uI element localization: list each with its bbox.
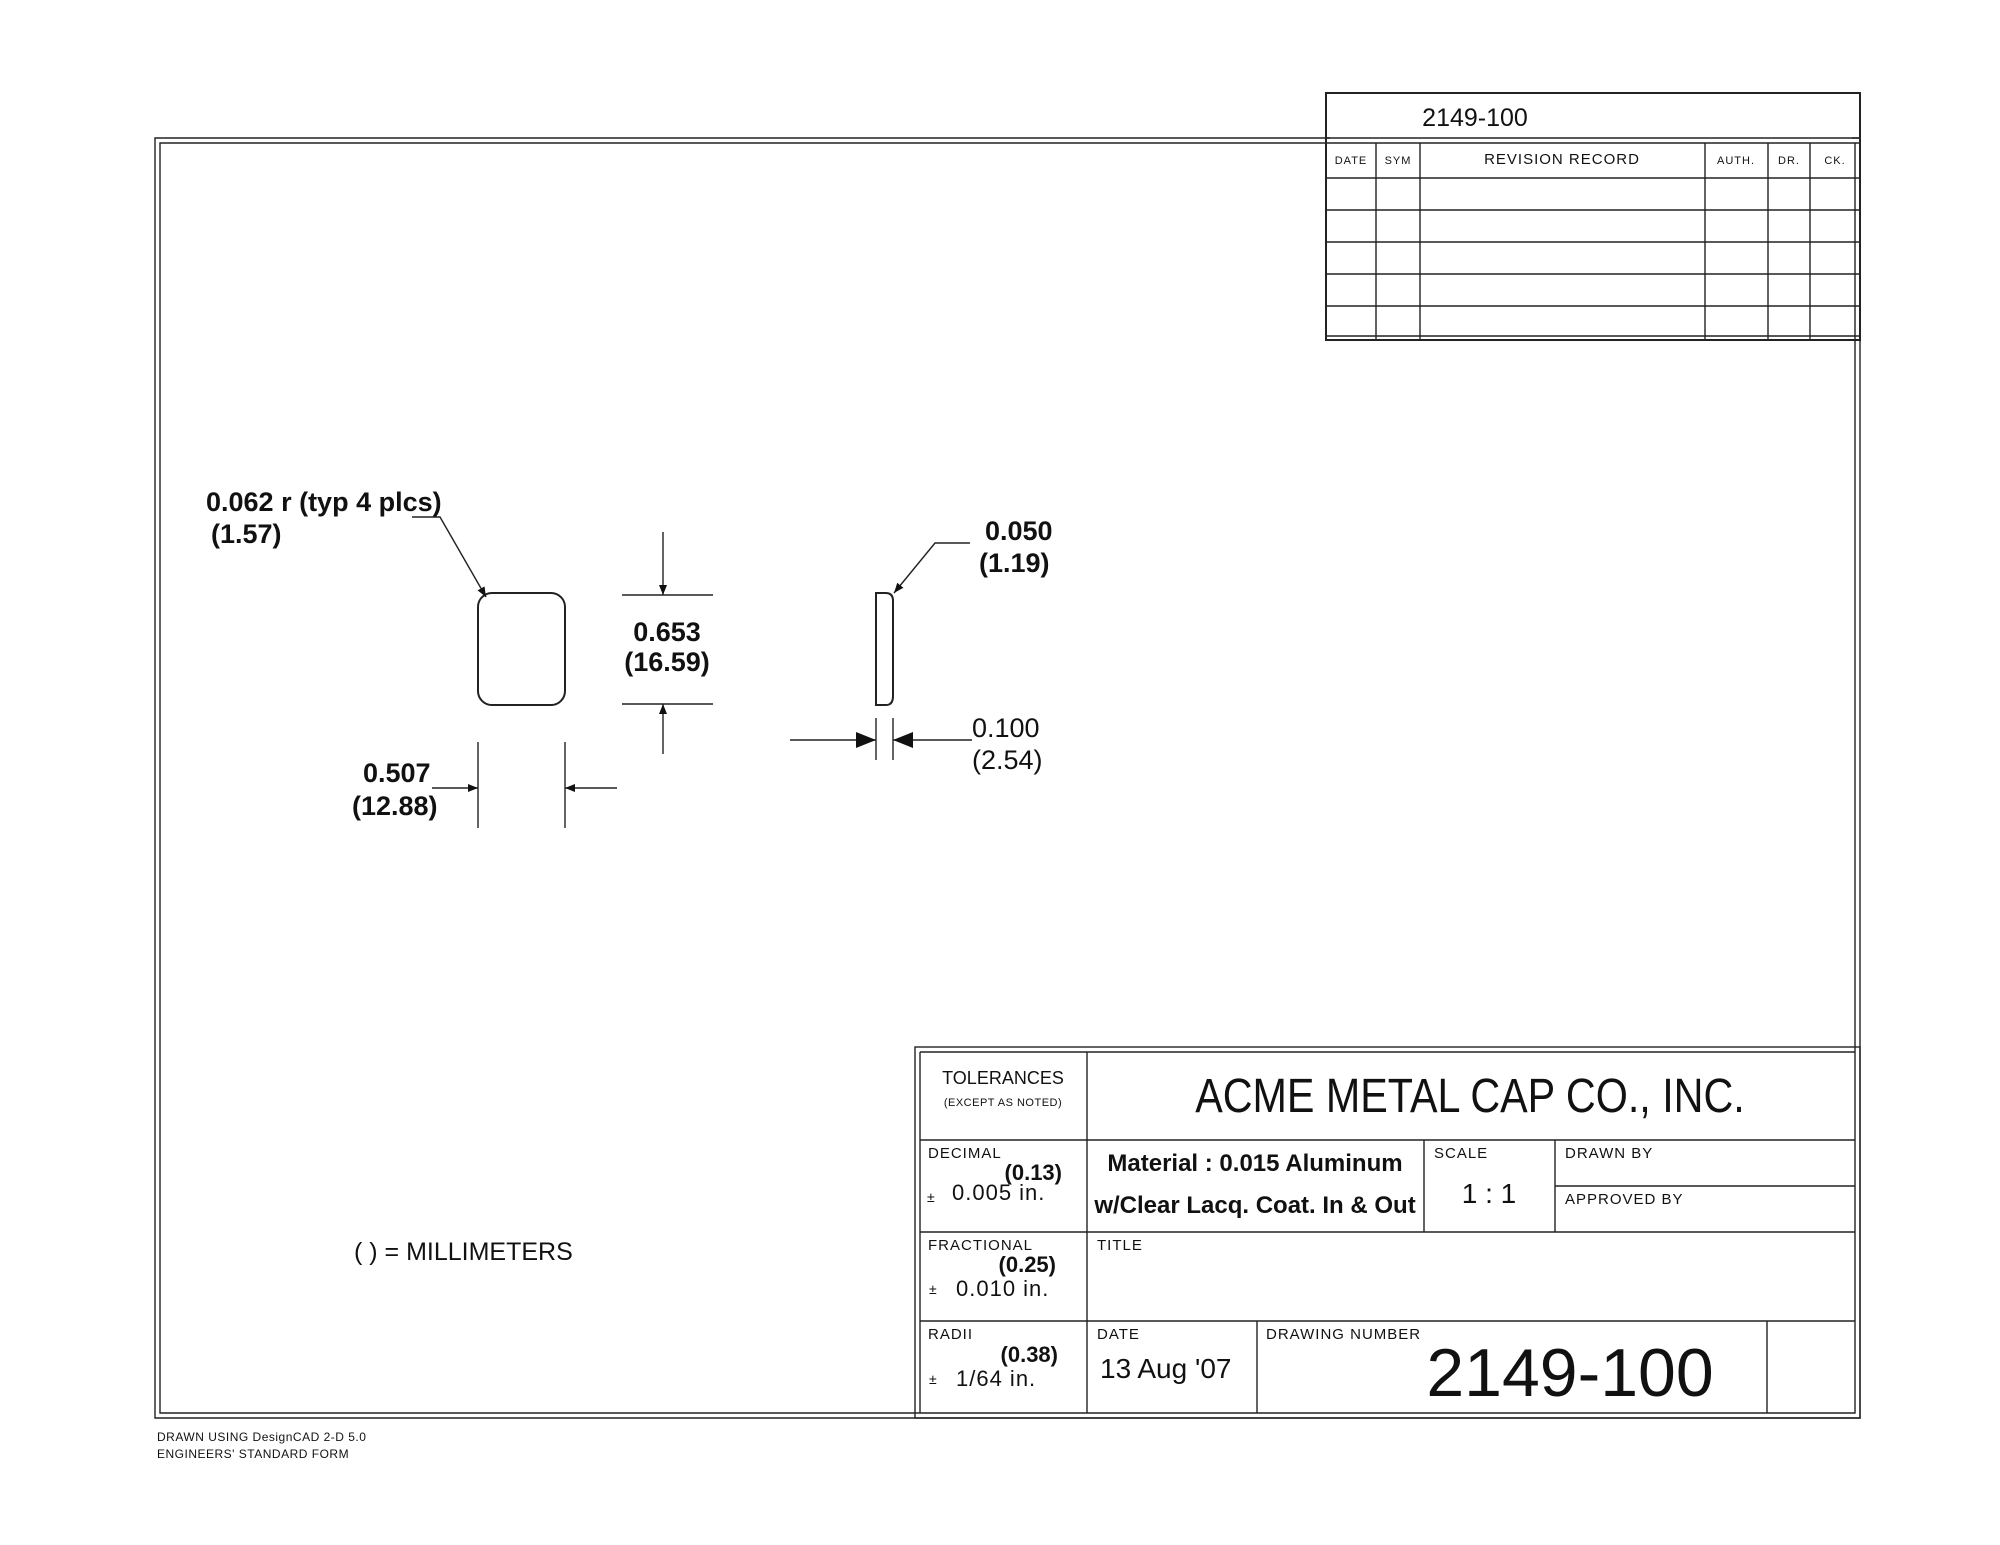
footer-line1: DRAWN USING DesignCAD 2-D 5.0 [157,1430,366,1444]
thickness-inch-label: 0.100 [972,713,1040,743]
radius-callout: 0.062 r (typ 4 plcs) (1.57) [206,487,487,598]
height-inch-label: 0.653 [633,617,701,647]
decimal-pm: ± [927,1189,935,1205]
decimal-value: 0.005 in. [952,1180,1045,1205]
thickness-mm-label: (2.54) [972,745,1043,775]
height-mm-label: (16.59) [624,647,710,677]
scale-label: SCALE [1434,1145,1488,1162]
rev-header-auth: AUTH. [1717,155,1755,167]
radii-mm: (0.38) [1001,1342,1058,1367]
part-side-view [875,592,894,706]
rev-header-dr: DR. [1778,155,1800,167]
footer-line2: ENGINEERS' STANDARD FORM [157,1447,349,1461]
rev-header-ck: CK. [1824,155,1845,167]
drawing-number-label: DRAWING NUMBER [1266,1326,1421,1343]
width-mm-label: (12.88) [352,791,438,821]
company-name: ACME METAL CAP CO., INC. [1195,1069,1745,1123]
height-dimension: 0.653 (16.59) [622,532,713,754]
edge-thickness-callout: 0.050 (1.19) [893,516,1053,594]
tolerances-label: TOLERANCES [942,1068,1064,1088]
radii-value: 1/64 in. [956,1366,1036,1391]
rev-header-sym: SYM [1385,155,1412,167]
fractional-label: FRACTIONAL [928,1237,1033,1254]
title-label: TITLE [1097,1237,1143,1254]
title-block: TOLERANCES (EXCEPT AS NOTED) ACME METAL … [914,1046,1861,1419]
fractional-mm: (0.25) [999,1252,1056,1277]
approved-by-label: APPROVED BY [1565,1191,1684,1208]
material-line1: Material : 0.015 Aluminum [1107,1150,1402,1177]
revision-block: 2149-100 DATE SYM REVISION RECORD AUTH. … [1325,92,1861,341]
drawing-number: 2149-100 [1426,1335,1713,1411]
edge-thickness-mm-label: (1.19) [979,548,1050,578]
units-note: ( ) = MILLIMETERS [354,1238,573,1266]
decimal-label: DECIMAL [928,1145,1002,1162]
fractional-value: 0.010 in. [956,1276,1049,1301]
radii-label: RADII [928,1326,973,1343]
rev-header-record: REVISION RECORD [1484,151,1640,168]
radius-mm-label: (1.57) [211,519,282,549]
date-label: DATE [1097,1326,1140,1343]
part-front-view [477,592,566,706]
revision-drawing-number: 2149-100 [1422,104,1528,132]
material-line2: w/Clear Lacq. Coat. In & Out [1093,1192,1415,1219]
radius-inch-label: 0.062 r (typ 4 plcs) [206,487,442,517]
except-as-noted-label: (EXCEPT AS NOTED) [944,1097,1062,1109]
thickness-dimension: 0.100 (2.54) [790,713,1043,775]
radii-pm: ± [929,1371,937,1387]
rev-header-date: DATE [1335,155,1368,167]
drawn-by-label: DRAWN BY [1565,1145,1653,1162]
scale-value: 1 : 1 [1462,1178,1516,1209]
width-inch-label: 0.507 [363,758,431,788]
fractional-pm: ± [929,1281,937,1297]
date-value: 13 Aug '07 [1100,1353,1231,1384]
decimal-mm: (0.13) [1005,1160,1062,1185]
edge-thickness-inch-label: 0.050 [985,516,1053,546]
width-dimension: 0.507 (12.88) [352,742,617,828]
